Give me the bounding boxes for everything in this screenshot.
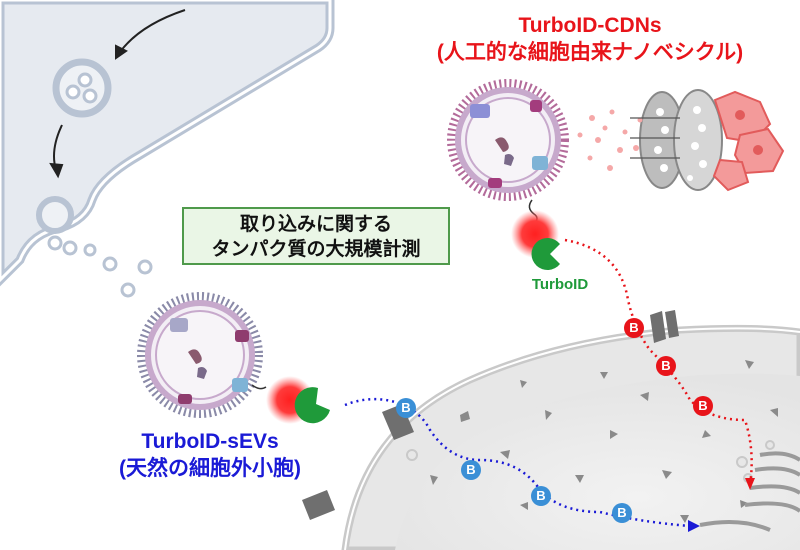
nanovesicle-dots	[577, 109, 643, 171]
extrusion-membranes	[639, 89, 723, 191]
cdn-path-arrowhead	[745, 478, 755, 490]
budding-vesicle	[36, 196, 74, 234]
parent-cells	[712, 90, 785, 192]
sev-label-description: (天然の細胞外小胞)	[119, 457, 301, 480]
golgi-right	[699, 451, 800, 532]
endosome	[52, 58, 112, 118]
extrusion-arrows	[630, 117, 680, 159]
released-vesicles	[47, 235, 153, 298]
callout-line-2: タンパク質の大規模計測	[211, 239, 421, 260]
sev-path-arrowhead	[688, 520, 700, 532]
cdn-label-name: TurboID-CDNs	[518, 14, 662, 37]
sev-label: TurboID-sEVs (天然の細胞外小胞)	[90, 428, 330, 482]
biotin-marker-red: B	[624, 318, 644, 338]
turboid-label: TurboID	[531, 276, 589, 293]
callout-line-1: 取り込みに関する	[239, 214, 392, 235]
sev-turboid-glow	[266, 376, 330, 424]
cdn-turboid-glow	[511, 210, 560, 270]
sev-vesicle	[137, 292, 267, 418]
biotin-marker-blue: B	[396, 398, 416, 418]
cdn-label-description: (人工的な細胞由来ナノベシクル)	[436, 41, 744, 64]
membrane-small-vesicles	[406, 440, 775, 483]
recipient-cell	[341, 324, 800, 550]
cdn-vesicle	[447, 79, 569, 225]
biotin-marker-red: B	[656, 356, 676, 376]
callout-box: 取り込みに関する タンパク質の大規模計測	[182, 207, 450, 265]
sev-label-name: TurboID-sEVs	[141, 430, 279, 453]
chromatin-fragments	[430, 360, 778, 523]
uptake-arrows	[49, 9, 186, 179]
membrane-receptors	[302, 310, 679, 520]
biotin-marker-red: B	[693, 396, 713, 416]
biotin-marker-blue: B	[612, 503, 632, 523]
cdn-label: TurboID-CDNs (人工的な細胞由来ナノベシクル)	[395, 12, 785, 66]
biotin-marker-blue: B	[531, 486, 551, 506]
biotin-marker-blue: B	[461, 460, 481, 480]
